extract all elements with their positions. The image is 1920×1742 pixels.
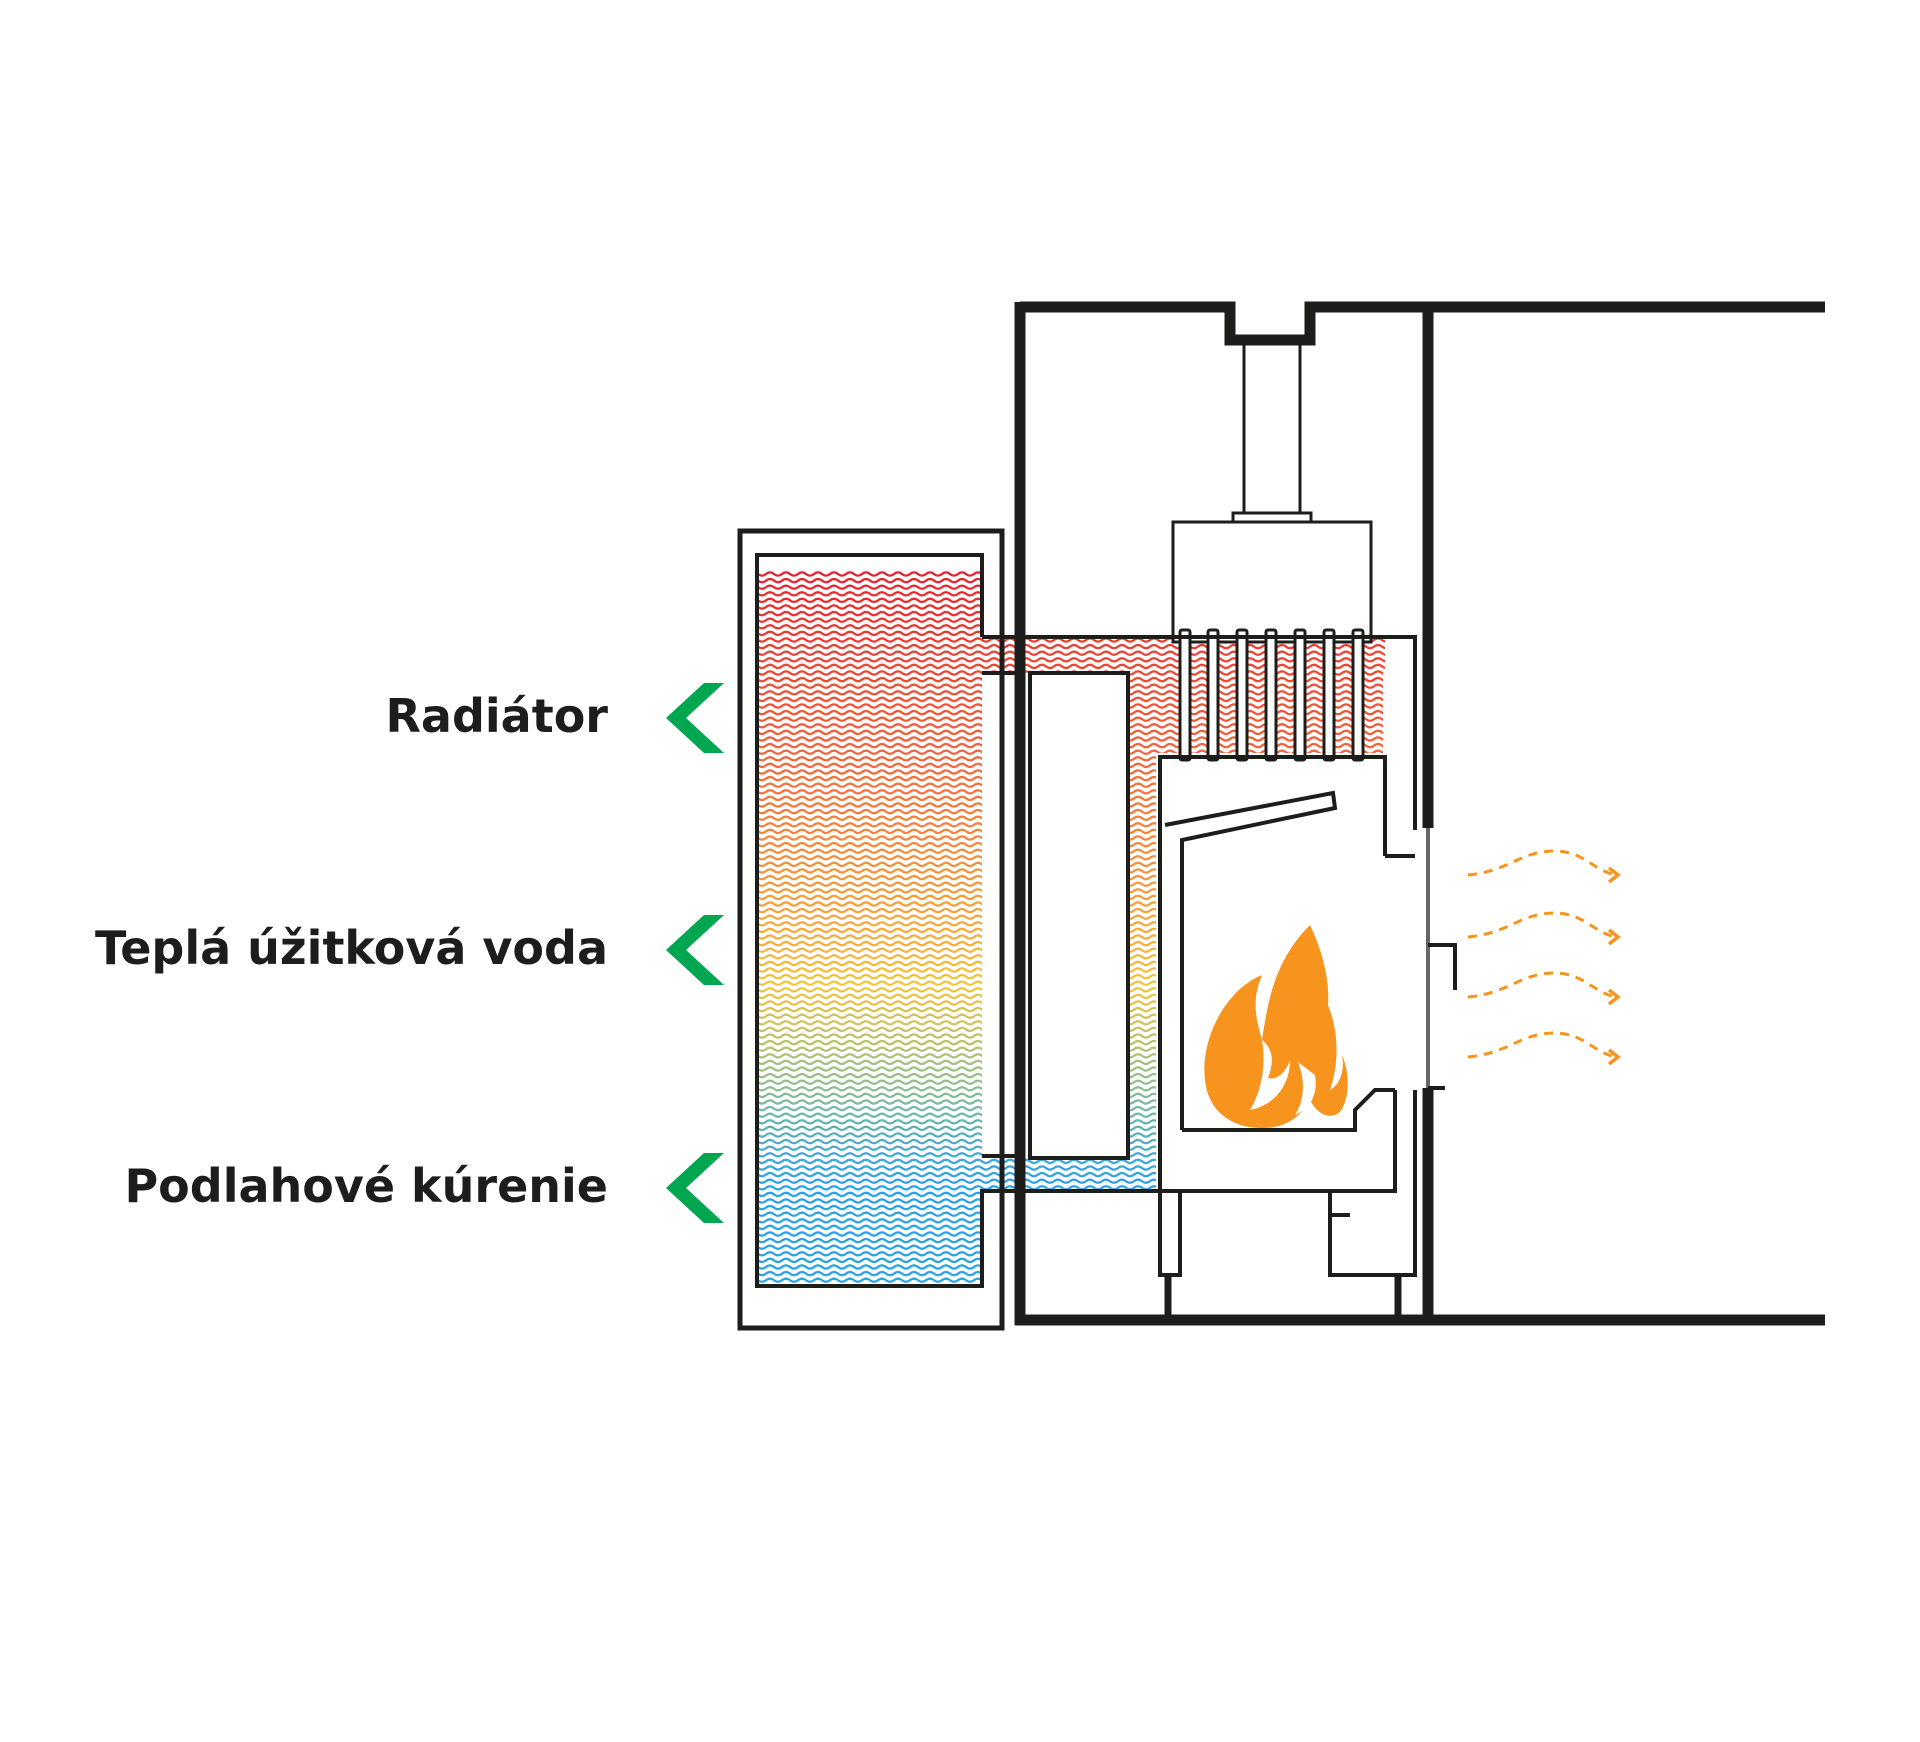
heat-wave-line (1467, 1031, 1619, 1059)
heat-wave-arrowhead (1607, 988, 1621, 1006)
water-wave-line (757, 663, 1385, 670)
heat-wave-line (1467, 911, 1619, 939)
label-floor-heating: Podlahové kúrenie (124, 1159, 608, 1213)
heat-wave-arrowhead (1607, 1048, 1621, 1066)
water-wave-line (757, 1185, 1385, 1191)
water-wave-line (757, 1191, 1385, 1198)
water-wave-line (757, 643, 1385, 650)
water-wave-line (757, 1211, 1385, 1217)
heat-exchanger-fins (1178, 628, 1365, 762)
water-wave-line (757, 1178, 1385, 1184)
pipework-outline (982, 635, 1457, 1277)
flame-inner-icon (1250, 1040, 1290, 1110)
water-wave-line (757, 1231, 1385, 1237)
water-wave-line (757, 1237, 1385, 1244)
water-wave-line (757, 1277, 1385, 1283)
water-wave-line (757, 1218, 1385, 1224)
heat-wave-arrowhead (1607, 928, 1621, 946)
label-hot-water: Teplá úžitková voda (94, 921, 608, 975)
water-wave-line (757, 1264, 1385, 1270)
heat-wave-line (1467, 849, 1619, 877)
water-wave-line (757, 1251, 1385, 1257)
flame-icon (1204, 925, 1348, 1128)
water-wave-line (757, 1224, 1385, 1231)
water-wave-line (757, 1244, 1385, 1250)
room-structure (1014, 301, 1825, 1326)
stove-legs (1164, 1275, 1402, 1320)
water-wave-line (757, 1165, 1385, 1171)
chevron-left-icon (666, 1153, 724, 1223)
water-wave-line (757, 1257, 1385, 1264)
water-wave-line (757, 657, 1385, 663)
water-wave-line (757, 1270, 1385, 1277)
chevron-left-icon (666, 683, 724, 753)
water-wave-line (757, 1158, 1385, 1165)
flame-gap-icon (1295, 1062, 1316, 1115)
water-wave-line (757, 1204, 1385, 1211)
chevron-left-icon (666, 915, 724, 985)
heat-wave-line (1467, 971, 1619, 999)
water-wave-line (757, 1171, 1385, 1178)
storage-tank (737, 528, 1005, 1331)
water-wave-line (757, 1198, 1385, 1204)
heat-wave-icon (1467, 849, 1621, 1066)
label-radiator: Radiátor (385, 689, 608, 743)
heat-wave-arrowhead (1607, 866, 1621, 884)
water-wave-line (757, 650, 1385, 656)
chimney-flue (1171, 340, 1373, 644)
